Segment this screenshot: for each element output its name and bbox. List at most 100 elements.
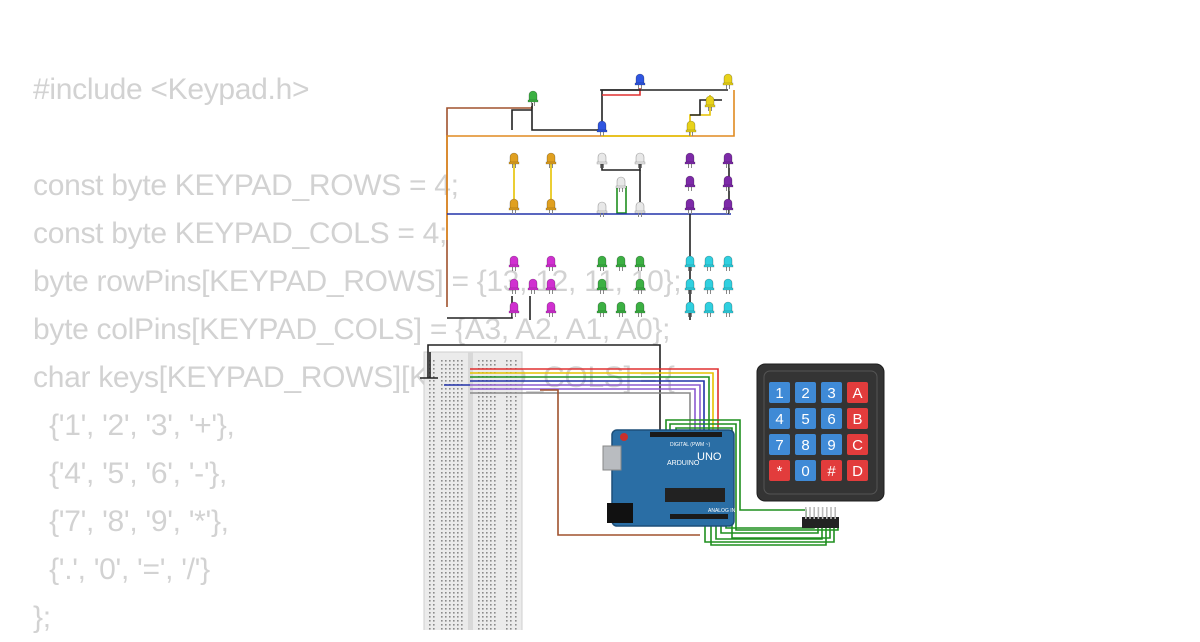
led[interactable]	[634, 73, 646, 89]
digital-header	[650, 432, 722, 437]
led[interactable]	[684, 278, 696, 294]
wire[interactable]	[470, 380, 705, 432]
wire[interactable]	[427, 344, 661, 430]
led[interactable]	[545, 301, 557, 317]
led[interactable]	[615, 176, 627, 192]
led[interactable]	[722, 301, 734, 317]
led[interactable]	[684, 175, 696, 191]
led[interactable]	[545, 278, 557, 294]
led[interactable]	[545, 255, 557, 271]
atmega-chip	[665, 488, 725, 502]
led[interactable]	[527, 90, 539, 106]
keypad-key-A[interactable]: A	[847, 382, 868, 403]
wire[interactable]	[446, 103, 533, 307]
led[interactable]	[722, 255, 734, 271]
keypad-key-0[interactable]: 0	[795, 460, 816, 481]
led[interactable]	[684, 255, 696, 271]
led[interactable]	[634, 152, 646, 168]
led[interactable]	[685, 120, 697, 136]
wire[interactable]	[470, 372, 714, 432]
led[interactable]	[545, 152, 557, 168]
wire[interactable]	[710, 519, 827, 546]
led[interactable]	[508, 255, 520, 271]
led[interactable]	[615, 255, 627, 271]
keypad-key-5[interactable]: 5	[795, 408, 816, 429]
wire[interactable]	[704, 519, 835, 543]
led[interactable]	[684, 301, 696, 317]
led[interactable]	[684, 152, 696, 168]
led[interactable]	[615, 301, 627, 317]
keypad-key-star[interactable]: *	[769, 460, 790, 481]
wire[interactable]	[470, 384, 701, 432]
wire[interactable]	[540, 389, 700, 536]
led[interactable]	[703, 255, 715, 271]
led[interactable]	[545, 198, 557, 214]
code-line: #include <Keypad.h>	[33, 73, 310, 106]
reset-button[interactable]	[620, 433, 628, 441]
keypad-key-B[interactable]: B	[847, 408, 868, 429]
led[interactable]	[703, 278, 715, 294]
led[interactable]	[596, 120, 608, 136]
svg-text:*: *	[777, 463, 783, 480]
keypad-key-8[interactable]: 8	[795, 434, 816, 455]
keypad-key-D[interactable]: D	[847, 460, 868, 481]
led[interactable]	[634, 278, 646, 294]
breadboard[interactable]	[423, 351, 523, 630]
led[interactable]	[508, 301, 520, 317]
led[interactable]	[634, 201, 646, 217]
wire[interactable]	[601, 163, 641, 171]
wire[interactable]	[669, 423, 839, 531]
wire[interactable]	[531, 103, 602, 131]
keypad-key-7[interactable]: 7	[769, 434, 790, 455]
svg-text:6: 6	[827, 411, 835, 428]
wire[interactable]	[470, 368, 719, 432]
led[interactable]	[596, 255, 608, 271]
keypad-key-2[interactable]: 2	[795, 382, 816, 403]
wire[interactable]	[470, 388, 696, 432]
led[interactable]	[722, 73, 734, 89]
wire[interactable]	[602, 88, 641, 96]
keypad-key-4[interactable]: 4	[769, 408, 790, 429]
led[interactable]	[704, 95, 716, 111]
led[interactable]	[634, 255, 646, 271]
led[interactable]	[508, 152, 520, 168]
code-line: {'1', '2', '3', '+'},	[33, 409, 235, 442]
led[interactable]	[596, 301, 608, 317]
led[interactable]	[596, 278, 608, 294]
wire[interactable]	[511, 109, 532, 130]
svg-text:4: 4	[775, 411, 783, 428]
arduino-model-label: UNO	[697, 451, 722, 463]
led[interactable]	[722, 152, 734, 168]
keypad-key-6[interactable]: 6	[821, 408, 842, 429]
led[interactable]	[596, 152, 608, 168]
keypad-key-1[interactable]: 1	[769, 382, 790, 403]
keypad-key-C[interactable]: C	[847, 434, 868, 455]
led[interactable]	[703, 301, 715, 317]
led[interactable]	[508, 198, 520, 214]
led[interactable]	[596, 201, 608, 217]
led[interactable]	[722, 175, 734, 191]
led[interactable]	[508, 278, 520, 294]
led[interactable]	[722, 278, 734, 294]
keypad-pin	[834, 507, 836, 519]
keypad-key-3[interactable]: 3	[821, 382, 842, 403]
led[interactable]	[527, 278, 539, 294]
keypad-key-9[interactable]: 9	[821, 434, 842, 455]
svg-text:2: 2	[801, 385, 809, 402]
code-line: const byte KEYPAD_COLS = 4;	[33, 217, 448, 250]
arduino-uno-board[interactable]: DIGITAL (PWM ~) ARDUINO UNO ANALOG IN	[602, 429, 736, 527]
wire[interactable]	[470, 376, 710, 432]
code-editor-background: #include <Keypad.h> const byte KEYPAD_ROW…	[33, 66, 682, 642]
led[interactable]	[634, 301, 646, 317]
wire[interactable]	[715, 519, 823, 540]
led[interactable]	[722, 198, 734, 214]
keypad-key-hash[interactable]: #	[821, 460, 842, 481]
wire[interactable]	[616, 186, 627, 214]
wire[interactable]	[446, 90, 735, 240]
wire[interactable]	[447, 296, 513, 319]
led[interactable]	[684, 198, 696, 214]
wire[interactable]	[725, 519, 815, 529]
code-line: const byte KEYPAD_ROWS = 4;	[33, 169, 459, 202]
wire[interactable]	[470, 392, 691, 432]
